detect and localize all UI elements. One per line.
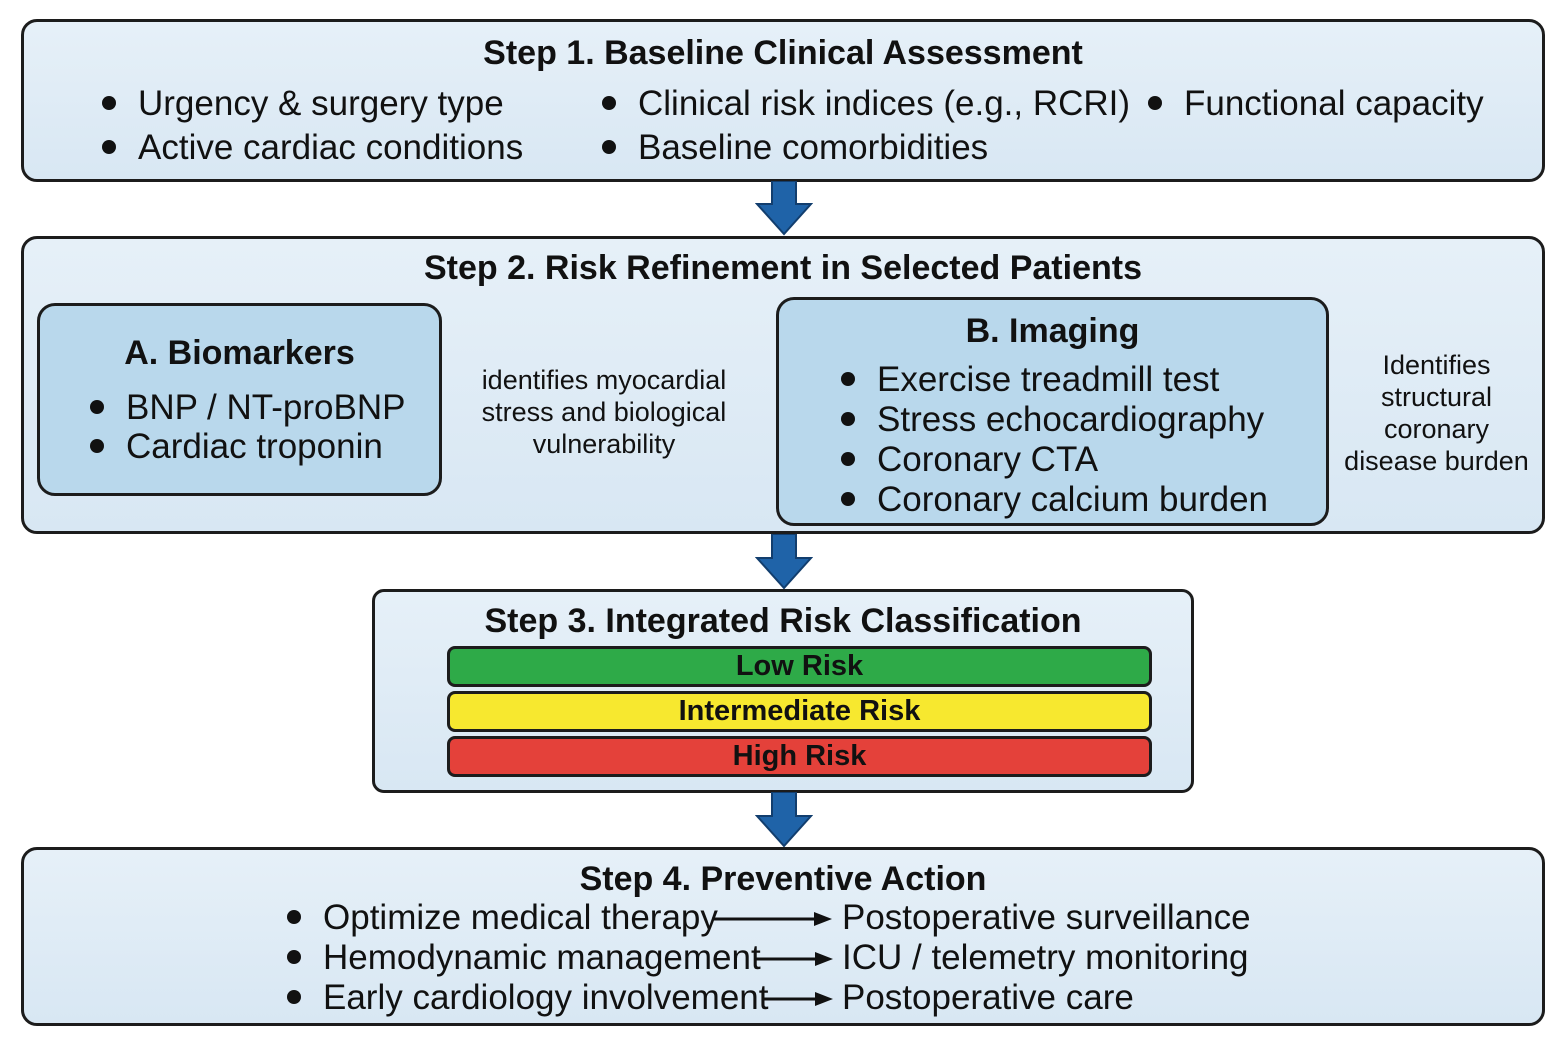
imaging-title: B. Imaging (965, 312, 1140, 350)
biomarkers-note: identifies myocardial stress and biologi… (481, 365, 727, 459)
outcome-text: ICU / telemetry monitoring (842, 938, 1249, 977)
down-arrow-icon (755, 181, 813, 236)
action-row: Optimize medical therapy Postoperative s… (287, 898, 1251, 938)
bullet-icon (841, 411, 855, 426)
step3-title: Step 3. Integrated Risk Classification (484, 602, 1082, 640)
outcome-text: Postoperative care (842, 978, 1134, 1017)
imaging-item-coronary-cta: Coronary CTA (841, 438, 1098, 482)
bullet-icon (287, 989, 301, 1004)
biomarker-item-bnp: BNP / NT-proBNP (90, 386, 405, 430)
action-row: Early cardiology involvement Postoperati… (287, 978, 1134, 1018)
down-arrow-icon (755, 534, 813, 590)
step1-item-comorbidities: Baseline comorbidities (602, 126, 988, 170)
step1-panel: Step 1. Baseline Clinical Assessment Urg… (21, 19, 1545, 182)
risk-level-high: High Risk (447, 736, 1152, 777)
biomarkers-title: A. Biomarkers (124, 334, 355, 372)
bullet-icon (602, 95, 616, 110)
step2-title: Step 2. Risk Refinement in Selected Pati… (423, 249, 1142, 287)
action-text: Hemodynamic management (323, 938, 761, 977)
step1-item-functional-capacity: Functional capacity (1148, 82, 1484, 126)
action-row: Hemodynamic management ICU / telemetry m… (287, 938, 1249, 978)
imaging-item-calcium: Coronary calcium burden (841, 478, 1268, 522)
risk-level-low: Low Risk (447, 646, 1152, 687)
imaging-item-treadmill: Exercise treadmill test (841, 358, 1219, 402)
step4-title: Step 4. Preventive Action (579, 860, 987, 898)
action-text: Optimize medical therapy (323, 898, 718, 937)
bullet-icon (602, 139, 616, 154)
bullet-icon (1148, 95, 1162, 110)
action-text: Early cardiology involvement (323, 978, 769, 1017)
step2-panel: Step 2. Risk Refinement in Selected Pati… (21, 236, 1545, 534)
imaging-box: B. Imaging Exercise treadmill test Stres… (776, 297, 1329, 526)
risk-level-intermediate: Intermediate Risk (447, 691, 1152, 732)
bullet-icon (841, 451, 855, 466)
imaging-item-stress-echo: Stress echocardiography (841, 398, 1264, 442)
step1-title: Step 1. Baseline Clinical Assessment (483, 34, 1083, 72)
step1-item-active-cardiac: Active cardiac conditions (102, 126, 523, 170)
bullet-icon (90, 438, 104, 453)
imaging-note: Identifies structural coronary disease b… (1344, 350, 1529, 476)
step1-item-risk-indices: Clinical risk indices (e.g., RCRI) (602, 82, 1130, 126)
bullet-icon (287, 949, 301, 964)
bullet-icon (102, 139, 116, 154)
right-arrow-icon (763, 992, 833, 1006)
step4-panel: Step 4. Preventive Action (21, 847, 1545, 1026)
right-arrow-icon (712, 912, 832, 926)
bullet-icon (102, 95, 116, 110)
biomarkers-box: A. Biomarkers BNP / NT-proBNP Cardiac tr… (37, 303, 442, 496)
biomarker-item-troponin: Cardiac troponin (90, 425, 383, 469)
down-arrow-icon (755, 792, 813, 848)
bullet-icon (841, 371, 855, 386)
bullet-icon (841, 491, 855, 506)
outcome-text: Postoperative surveillance (842, 898, 1251, 937)
bullet-icon (287, 909, 301, 924)
bullet-icon (90, 399, 104, 414)
step1-item-urgency: Urgency & surgery type (102, 82, 504, 126)
right-arrow-icon (755, 952, 833, 966)
